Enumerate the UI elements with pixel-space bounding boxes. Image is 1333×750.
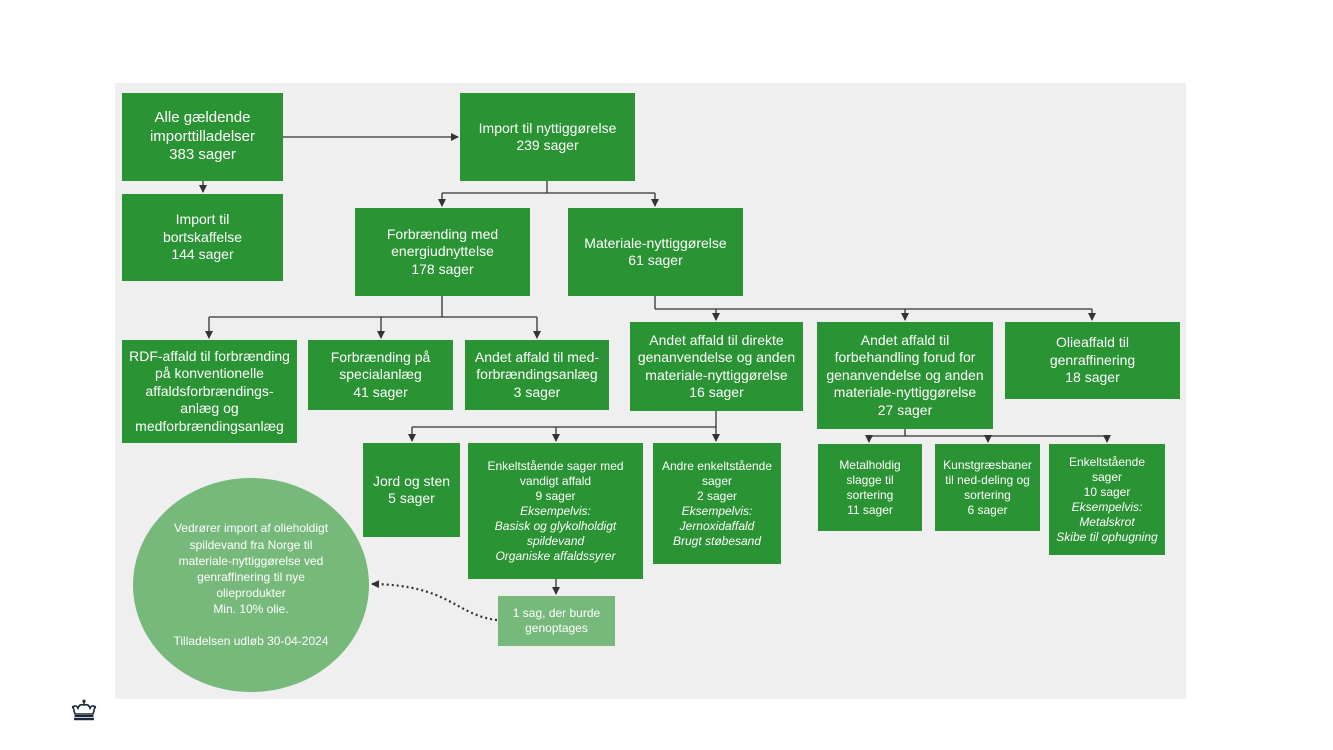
- note-line: Min. 10% olie.: [213, 602, 289, 617]
- box-count: 9 sager: [535, 488, 576, 503]
- box-oil-waste: Olieaffald til genraffinering 18 sager: [1005, 322, 1180, 399]
- box-text: anlæg og: [180, 400, 239, 417]
- box-text: vandigt affald: [519, 473, 592, 488]
- note-line: spildevand fra Norge til: [189, 537, 313, 552]
- box-count: 10 sager: [1083, 484, 1131, 499]
- box-text: Forbrænding med: [386, 225, 499, 242]
- box-count: 27 sager: [877, 401, 933, 418]
- box-material-recovery: Materiale-nyttiggørelse 61 sager: [568, 208, 743, 296]
- examples-label: Eksempelvis:: [520, 503, 591, 518]
- note-expiry: Tilladelsen udløb 30-04-2024: [173, 634, 329, 649]
- box-other-single-cases: Andre enkeltstående sager 2 sager Eksemp…: [653, 443, 781, 564]
- box-text: affaldsforbrændings-: [145, 382, 274, 399]
- box-text: materiale-nyttiggørelse: [833, 384, 977, 401]
- note-line: Vedrører import af olieholdigt: [173, 521, 329, 536]
- box-text: til ned-deling og: [945, 472, 1030, 487]
- example-item: Brugt støbesand: [672, 533, 762, 548]
- box-text: Enkeltstående: [1068, 454, 1146, 469]
- box-text: Forbrænding på: [330, 348, 431, 365]
- example-item: spildevand: [526, 533, 585, 548]
- example-item: Organiske affaldssyrer: [495, 548, 616, 563]
- example-item: Skibe til ophugning: [1056, 529, 1158, 544]
- box-metal-slag: Metalholdig slagge til sortering 11 sage…: [818, 444, 922, 531]
- box-text: genoptages: [525, 621, 588, 635]
- box-text: Andet affald til: [860, 331, 950, 348]
- box-text: Olieaffald til: [1056, 334, 1129, 351]
- box-soil-and-stone: Jord og sten 5 sager: [363, 443, 460, 537]
- box-text: Materiale-nyttiggørelse: [584, 234, 727, 251]
- box-text: Metalholdig: [839, 457, 901, 472]
- box-single-cases: Enkeltstående sager 10 sager Eksempelvis…: [1049, 444, 1165, 555]
- box-import-recovery: Import til nyttiggørelse 239 sager: [460, 93, 635, 181]
- box-text: Enkeltstående sager med: [487, 458, 624, 473]
- box-incineration-energy: Forbrænding med energiudnyttelse 178 sag…: [355, 208, 530, 296]
- note-circle: Vedrører import af olieholdigt spildevan…: [133, 478, 369, 692]
- note-line: materiale-nyttiggørelse ved: [178, 553, 324, 568]
- box-count: 6 sager: [967, 502, 1008, 517]
- box-text: genanvendelse og anden: [826, 366, 984, 383]
- box-text: Andet affald til direkte: [649, 331, 784, 348]
- box-aqueous-waste: Enkeltstående sager med vandigt affald 9…: [468, 443, 643, 579]
- box-count: 41 sager: [353, 383, 408, 400]
- box-text: sortering: [964, 487, 1011, 502]
- box-text: forbrændingsanlæg: [476, 366, 598, 383]
- examples-label: Eksempelvis:: [681, 503, 753, 518]
- box-text: bortskaffelse: [162, 228, 243, 245]
- box-text: sager: [1091, 469, 1123, 484]
- box-text: importtilladelser: [149, 127, 256, 145]
- box-count: 144 sager: [171, 246, 234, 263]
- box-text: materiale-nyttiggørelse: [645, 366, 788, 383]
- box-text: Andre enkeltstående: [661, 458, 773, 473]
- box-text: genanvendelse og anden: [637, 349, 796, 365]
- box-count: 61 sager: [628, 252, 683, 268]
- box-text: sager: [701, 473, 733, 488]
- box-text: Andet affald til med-: [474, 348, 600, 365]
- box-count: 3 sager: [513, 383, 561, 400]
- box-rdf-waste: RDF-affald til forbrænding på konvention…: [122, 340, 297, 443]
- box-text: Alle gældende: [154, 108, 251, 126]
- box-text: specialanlæg: [339, 366, 422, 383]
- box-text: Import til nyttiggørelse: [478, 119, 617, 136]
- note-line: genraffinering til nye: [197, 569, 305, 584]
- box-import-disposal: Import til bortskaffelse 144 sager: [122, 194, 283, 281]
- box-text: Import til: [175, 211, 230, 228]
- box-artificial-turf: Kunstgræsbaner til ned-deling og sorteri…: [935, 444, 1040, 531]
- box-direct-recycling: Andet affald til direkte genanvendelse o…: [630, 322, 803, 411]
- box-text: sortering: [846, 487, 894, 502]
- example-item: Jernoxidaffald: [679, 518, 755, 533]
- box-text: energiudnyttelse: [391, 243, 494, 260]
- box-text: Kunstgræsbaner: [943, 457, 1032, 472]
- box-text: 1 sag, der burde: [512, 606, 601, 620]
- box-text: forbehandling forud for: [834, 349, 976, 366]
- box-text: Jord og sten: [372, 472, 451, 489]
- box-count: 18 sager: [1065, 369, 1120, 386]
- box-count: 5 sager: [388, 490, 435, 506]
- example-item: Metalskrot: [1079, 514, 1135, 529]
- box-count: 178 sager: [411, 260, 474, 277]
- box-count: 239 sager: [516, 137, 579, 153]
- box-text: RDF-affald til forbrænding: [129, 347, 290, 364]
- box-case-to-reopen: 1 sag, der burde genoptages: [498, 596, 615, 646]
- box-text: slagge til: [846, 472, 894, 487]
- box-text: genraffinering: [1049, 351, 1136, 368]
- box-count: 2 sager: [696, 488, 738, 503]
- box-text: medforbrændingsanlæg: [135, 417, 284, 434]
- note-line: olieprodukter: [216, 586, 286, 601]
- box-co-incineration: Andet affald til med- forbrændingsanlæg …: [465, 340, 609, 410]
- box-special-plants: Forbrænding på specialanlæg 41 sager: [308, 340, 453, 410]
- crown-icon: [71, 699, 97, 721]
- box-all-import-permits: Alle gældende importtilladelser 383 sage…: [122, 93, 283, 181]
- box-count: 383 sager: [169, 146, 236, 164]
- box-count: 11 sager: [847, 502, 893, 517]
- box-pretreatment: Andet affald til forbehandling forud for…: [817, 322, 993, 429]
- examples-label: Eksempelvis:: [1071, 499, 1143, 514]
- example-item: Basisk og glykolholdigt: [494, 518, 617, 533]
- box-count: 16 sager: [689, 384, 744, 400]
- box-text: på konventionelle: [155, 365, 264, 382]
